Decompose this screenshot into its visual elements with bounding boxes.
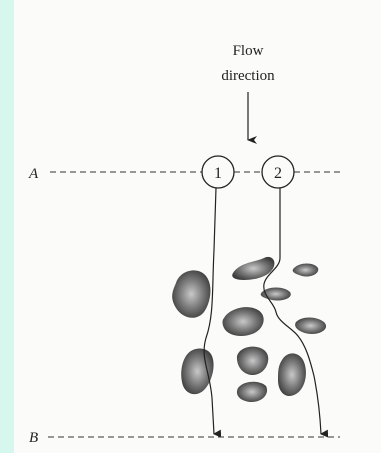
line-a-label: A bbox=[28, 166, 39, 182]
particle bbox=[181, 349, 213, 395]
flow-path-1 bbox=[204, 188, 216, 434]
marker-2-label: 2 bbox=[274, 165, 282, 182]
particle bbox=[172, 270, 210, 317]
flow-path-2 bbox=[264, 188, 321, 434]
particle bbox=[295, 318, 326, 335]
particle bbox=[237, 347, 268, 375]
flow-label-line1: Flow bbox=[233, 43, 264, 59]
particle bbox=[237, 382, 267, 402]
line-b-label: B bbox=[29, 430, 38, 446]
particle bbox=[278, 353, 306, 396]
marker-1-label: 1 bbox=[214, 165, 222, 182]
particle bbox=[293, 264, 319, 277]
particle bbox=[223, 307, 264, 336]
flow-label-line2: direction bbox=[221, 68, 275, 84]
